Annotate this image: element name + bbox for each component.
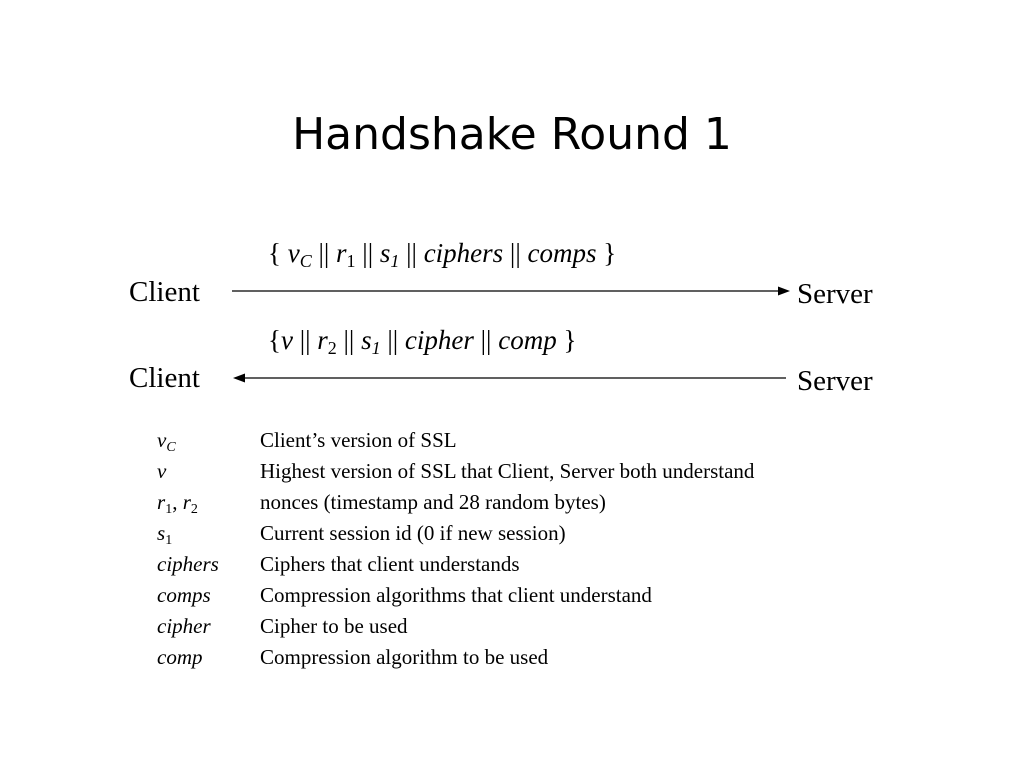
legend-row: v Highest version of SSL that Client, Se… — [157, 457, 917, 488]
server-label: Server — [797, 365, 873, 397]
comps-symbol: comps — [527, 238, 597, 268]
client-hello-message: { vC || r1 || s1 || ciphers || comps } — [268, 236, 616, 270]
session-symbol: s — [379, 238, 391, 268]
version-subscript: C — [299, 251, 312, 271]
nonce-subscript: 1 — [346, 251, 356, 271]
legend-symbol: ciphers — [157, 552, 219, 576]
concat-operator: || — [362, 238, 374, 268]
brace-close: } — [563, 325, 577, 355]
legend-row: comp Compression algorithm to be used — [157, 643, 917, 674]
legend-symbol: comp — [157, 645, 203, 669]
nonce-subscript: 2 — [327, 338, 337, 358]
comp-symbol: comp — [498, 325, 557, 355]
legend-description: Current session id (0 if new session) — [260, 521, 566, 545]
legend-symbol: vC — [157, 428, 176, 455]
brace-open: { — [268, 325, 281, 355]
legend-row: r1, r2 nonces (timestamp and 28 random b… — [157, 488, 917, 519]
nonce-symbol: r — [336, 238, 347, 268]
legend-description: Highest version of SSL that Client, Serv… — [260, 459, 755, 483]
session-subscript: 1 — [390, 251, 400, 271]
ciphers-symbol: ciphers — [423, 238, 504, 268]
legend-symbol: r1, r2 — [157, 490, 198, 517]
concat-operator: || — [299, 325, 311, 355]
legend-row: ciphers Ciphers that client understands — [157, 550, 917, 581]
server-label: Server — [797, 278, 873, 310]
legend-row: vC Client’s version of SSL — [157, 426, 917, 457]
legend-description: Cipher to be used — [260, 614, 408, 638]
session-subscript: 1 — [371, 338, 381, 358]
legend-row: s1 Current session id (0 if new session) — [157, 519, 917, 550]
concat-operator: || — [318, 238, 330, 268]
legend-row: comps Compression algorithms that client… — [157, 581, 917, 612]
concat-operator: || — [509, 238, 521, 268]
slide-title: Handshake Round 1 — [292, 109, 732, 160]
legend-symbol: s1 — [157, 521, 173, 548]
session-symbol: s — [361, 325, 372, 355]
server-hello-message: {v || r2 || s1 || cipher || comp } — [268, 323, 576, 357]
version-symbol: v — [287, 238, 300, 268]
legend-symbol: cipher — [157, 614, 211, 638]
client-label: Client — [129, 362, 200, 394]
symbol-legend: vC Client’s version of SSL v Highest ver… — [157, 426, 917, 674]
cipher-symbol: cipher — [404, 325, 474, 355]
concat-operator: || — [387, 325, 399, 355]
legend-description: Compression algorithm to be used — [260, 645, 549, 669]
concat-operator: || — [406, 238, 417, 268]
concat-operator: || — [480, 325, 492, 355]
brace-open: { — [268, 238, 281, 268]
legend-symbol: comps — [157, 583, 211, 607]
legend-description: Ciphers that client understands — [260, 552, 520, 576]
concat-operator: || — [343, 325, 355, 355]
legend-row: cipher Cipher to be used — [157, 612, 917, 643]
brace-close: } — [603, 238, 617, 268]
version-symbol: v — [280, 325, 293, 355]
legend-description: Client’s version of SSL — [260, 428, 457, 452]
legend-description: Compression algorithms that client under… — [260, 583, 652, 607]
nonce-symbol: r — [317, 325, 328, 355]
legend-description: nonces (timestamp and 28 random bytes) — [260, 490, 606, 514]
client-label: Client — [129, 276, 200, 308]
legend-symbol: v — [157, 459, 167, 483]
